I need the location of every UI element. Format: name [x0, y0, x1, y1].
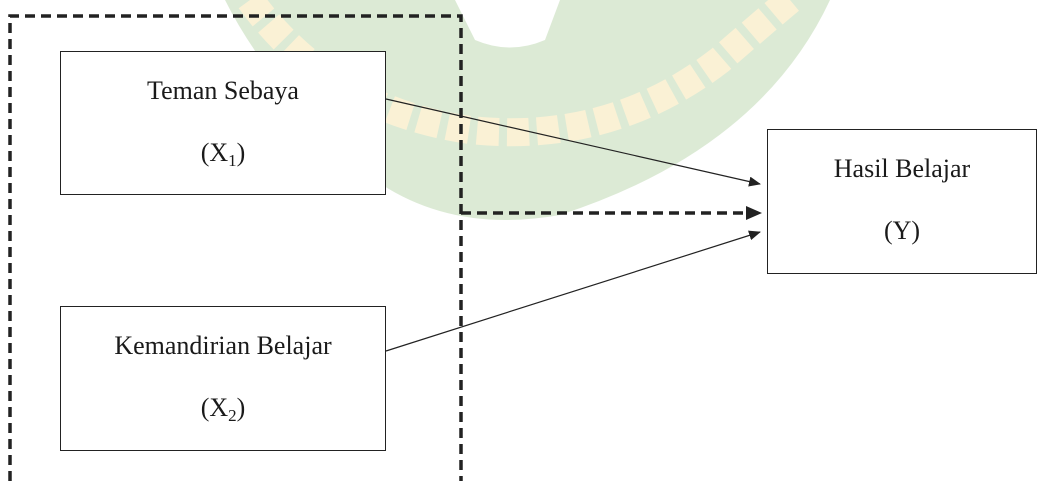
arrow-x2-to-y [385, 230, 761, 352]
node-y-hasil-belajar: Hasil Belajar (Y) [767, 129, 1037, 274]
dashed-group-border [8, 14, 463, 481]
node-x1-variable: X [209, 138, 229, 167]
node-x2-label: Kemandirian Belajar [114, 331, 332, 360]
dashed-arrow-head [746, 206, 762, 220]
node-x2-kemandirian-belajar: Kemandirian Belajar (X2) [60, 306, 386, 451]
node-x1-label: Teman Sebaya [147, 76, 299, 105]
node-y-label: Hasil Belajar [833, 154, 971, 183]
node-x1-symbol: (X1) [200, 138, 246, 170]
node-x2-subscript: 2 [228, 406, 237, 425]
watermark-white-emblem [455, 0, 560, 48]
arrow-x1-to-y [385, 98, 761, 187]
node-x1-teman-sebaya: Teman Sebaya (X1) [60, 51, 386, 195]
node-x2-symbol: (X2) [200, 393, 246, 425]
node-x2-variable: X [209, 393, 229, 422]
node-y-symbol: (Y) [883, 216, 921, 245]
node-x1-subscript: 1 [228, 151, 237, 170]
watermark-gold-rope [238, 0, 799, 147]
